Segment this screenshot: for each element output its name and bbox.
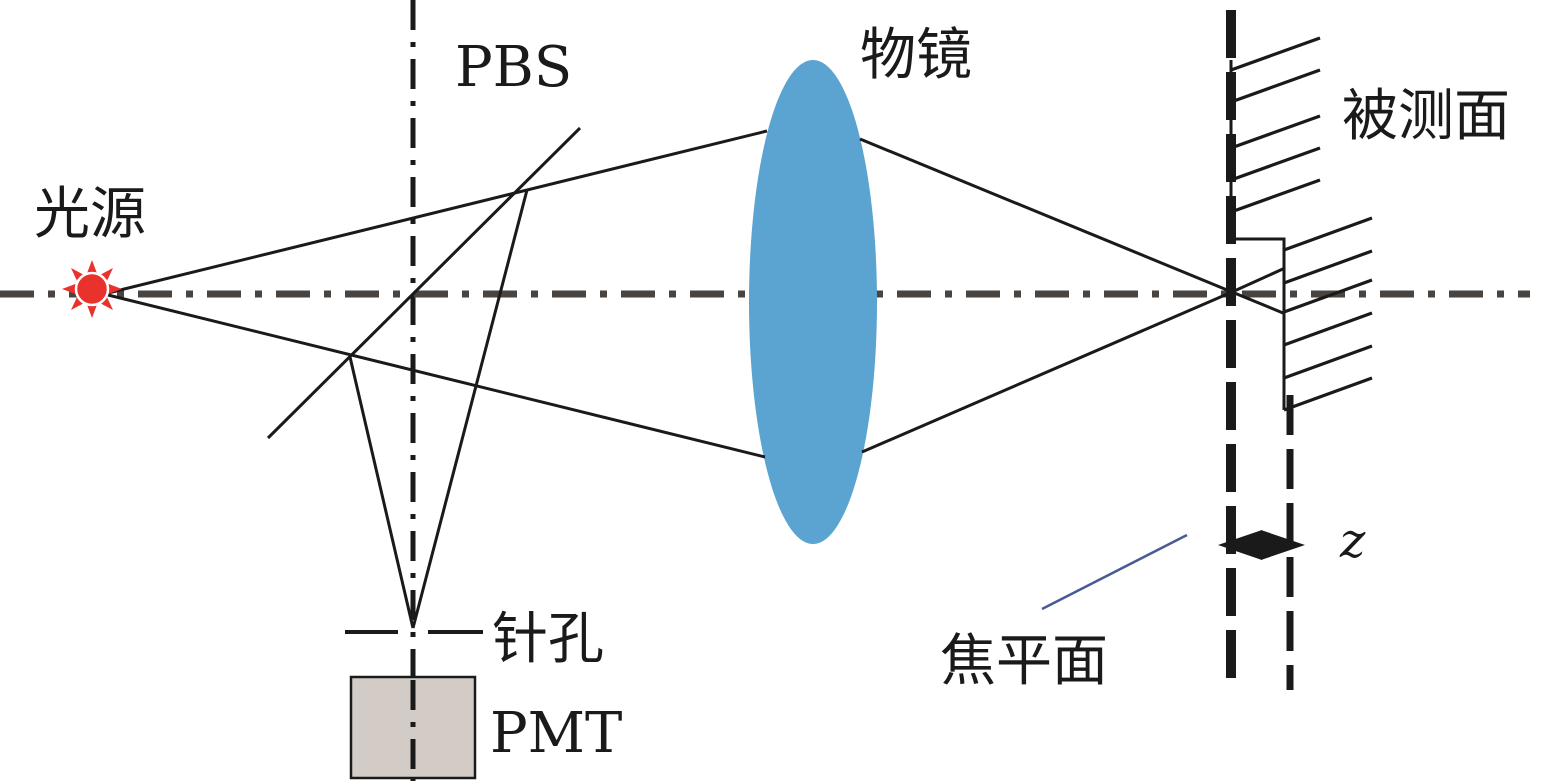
surface-hatching-lower [1283,216,1373,412]
z-double-arrow [1218,530,1305,560]
ray-lower-converging [861,290,1233,454]
light-source-icon [62,260,122,318]
label-measured-surface: 被测面 [1342,84,1510,149]
ray-upper-converging [859,137,1233,294]
label-z: z [1339,513,1366,569]
surface-hatching-upper [1230,36,1321,214]
ray-cross-down [1231,290,1284,315]
ray-upper-incident [103,129,768,296]
pbs-splitter [266,126,582,440]
objective-lens [749,60,877,544]
label-pinhole: 针孔 [492,607,604,672]
label-pmt: PMT [490,701,622,766]
focal-plane-leader [1041,533,1188,611]
ray-lower-incident [103,292,766,459]
surface-profile [1229,60,1286,410]
label-light-source: 光源 [34,182,146,247]
label-objective: 物镜 [860,23,972,88]
ray-reflected-right [411,189,529,629]
ray-reflected-left [348,356,415,629]
ray-cross-up [1231,266,1286,294]
label-focal-plane: 焦平面 [940,629,1108,694]
label-pbs: PBS [455,35,572,100]
